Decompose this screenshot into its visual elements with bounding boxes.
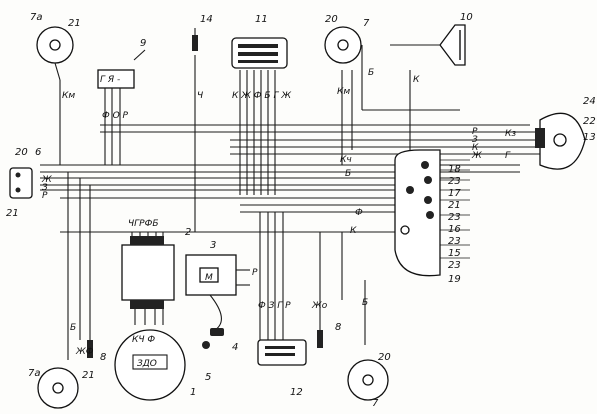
lamp-7a-bottom bbox=[37, 367, 79, 409]
instrument-cluster bbox=[394, 149, 441, 277]
label-z-left: З bbox=[42, 183, 48, 193]
label-1: 1 bbox=[190, 387, 196, 398]
label-8-left: 8 bbox=[100, 352, 106, 363]
label-g-right: Г bbox=[505, 151, 511, 161]
label-7a-bot: 7а bbox=[28, 368, 41, 379]
horn-10 bbox=[439, 24, 466, 66]
label-21-right: 21 bbox=[448, 200, 461, 211]
label-km-left: Км bbox=[62, 91, 75, 101]
label-18: 18 bbox=[448, 164, 461, 175]
label-14: 14 bbox=[200, 14, 213, 25]
label-p: Р bbox=[252, 268, 258, 278]
labels: 7а 21 9 Г Я - 14 11 20 7 10 Км Ч Ф О Р К… bbox=[6, 12, 596, 409]
connector-8-right bbox=[317, 330, 323, 348]
label-b-left: Б bbox=[70, 323, 76, 333]
label-k-mid: К bbox=[350, 226, 357, 236]
label-23c: 23 bbox=[448, 236, 461, 247]
label-12: 12 bbox=[290, 387, 303, 398]
label-zdo: ЗДО bbox=[137, 359, 157, 369]
label-7-bot: 7 bbox=[372, 398, 379, 409]
spark-plug-4 bbox=[202, 328, 224, 349]
label-chgrfb: ЧГРФБ bbox=[128, 219, 159, 229]
label-23b: 23 bbox=[448, 212, 461, 223]
headlamp-7a-top bbox=[36, 26, 74, 81]
label-13: 13 bbox=[583, 132, 596, 143]
label-b-mid: Б bbox=[345, 169, 351, 179]
harness-wires bbox=[40, 124, 540, 233]
label-km-right: Км bbox=[337, 87, 350, 97]
label-23a: 23 bbox=[448, 176, 461, 187]
label-20-bot: 20 bbox=[378, 352, 391, 363]
label-phi-small: Ф bbox=[355, 208, 363, 218]
switch-6 bbox=[9, 167, 33, 199]
switch-block-11 bbox=[231, 37, 288, 69]
headlight-assembly bbox=[535, 112, 586, 170]
label-m: М bbox=[205, 273, 213, 283]
label-20-left: 20 bbox=[15, 147, 28, 158]
lamp-7-bottom bbox=[347, 359, 389, 401]
label-11: 11 bbox=[255, 14, 268, 25]
label-zhf: ЖФ bbox=[75, 347, 94, 357]
regulator-2 bbox=[121, 232, 175, 325]
vertical-wires bbox=[59, 44, 460, 360]
relay-9 bbox=[97, 49, 146, 100]
connector-8-left bbox=[87, 340, 93, 358]
label-zh-right: Ж bbox=[471, 151, 482, 161]
label-23d: 23 bbox=[448, 260, 461, 271]
label-r-left: Р bbox=[42, 191, 48, 201]
label-3: 3 bbox=[210, 240, 216, 251]
label-kchfo: КЧ Ф bbox=[132, 335, 155, 345]
label-21-bot: 21 bbox=[82, 370, 95, 381]
label-16: 16 bbox=[448, 224, 461, 235]
label-4: 4 bbox=[232, 342, 238, 353]
label-20-top: 20 bbox=[325, 14, 338, 25]
label-7-top: 7 bbox=[363, 18, 370, 29]
label-zho: Жо bbox=[311, 301, 328, 311]
label-kkfbgzh: К Ж Ф Б Г Ж bbox=[232, 91, 291, 101]
label-r-right: Р bbox=[472, 127, 478, 137]
connector-14 bbox=[192, 28, 198, 51]
label-f3gr: Ф З Г Р bbox=[258, 301, 291, 311]
label-g-minus: Г Я - bbox=[100, 75, 120, 85]
label-21-top: 21 bbox=[68, 18, 81, 29]
headlamp-7-top bbox=[324, 26, 362, 64]
right-connector-lines bbox=[440, 159, 470, 259]
label-22: 22 bbox=[583, 116, 596, 127]
label-b-bot: Б bbox=[362, 298, 368, 308]
label-f-o-r: Ф О Р bbox=[102, 111, 129, 121]
generator-1 bbox=[114, 329, 186, 401]
label-zh-left: Ж bbox=[41, 175, 52, 185]
label-15: 15 bbox=[448, 248, 461, 259]
label-5: 5 bbox=[205, 372, 211, 383]
label-2: 2 bbox=[185, 227, 191, 238]
label-k-right: К bbox=[472, 143, 479, 153]
label-19: 19 bbox=[448, 274, 461, 285]
label-7a-top: 7а bbox=[30, 12, 43, 23]
label-24: 24 bbox=[583, 96, 596, 107]
label-kz-right: Кз bbox=[505, 129, 516, 139]
label-b-upper: Б bbox=[368, 68, 374, 78]
label-kch: Кч bbox=[340, 155, 352, 165]
label-9: 9 bbox=[140, 38, 146, 49]
label-6: 6 bbox=[35, 147, 41, 158]
label-k-upper: К bbox=[413, 75, 420, 85]
label-ch-mid: Ч bbox=[197, 91, 203, 101]
label-8-right: 8 bbox=[335, 322, 341, 333]
switch-12 bbox=[257, 339, 307, 366]
label-z-right: З bbox=[472, 135, 478, 145]
label-21-left: 21 bbox=[6, 208, 19, 219]
label-10: 10 bbox=[460, 12, 473, 23]
starter-relay-3 bbox=[185, 254, 250, 331]
label-17: 17 bbox=[448, 188, 461, 199]
